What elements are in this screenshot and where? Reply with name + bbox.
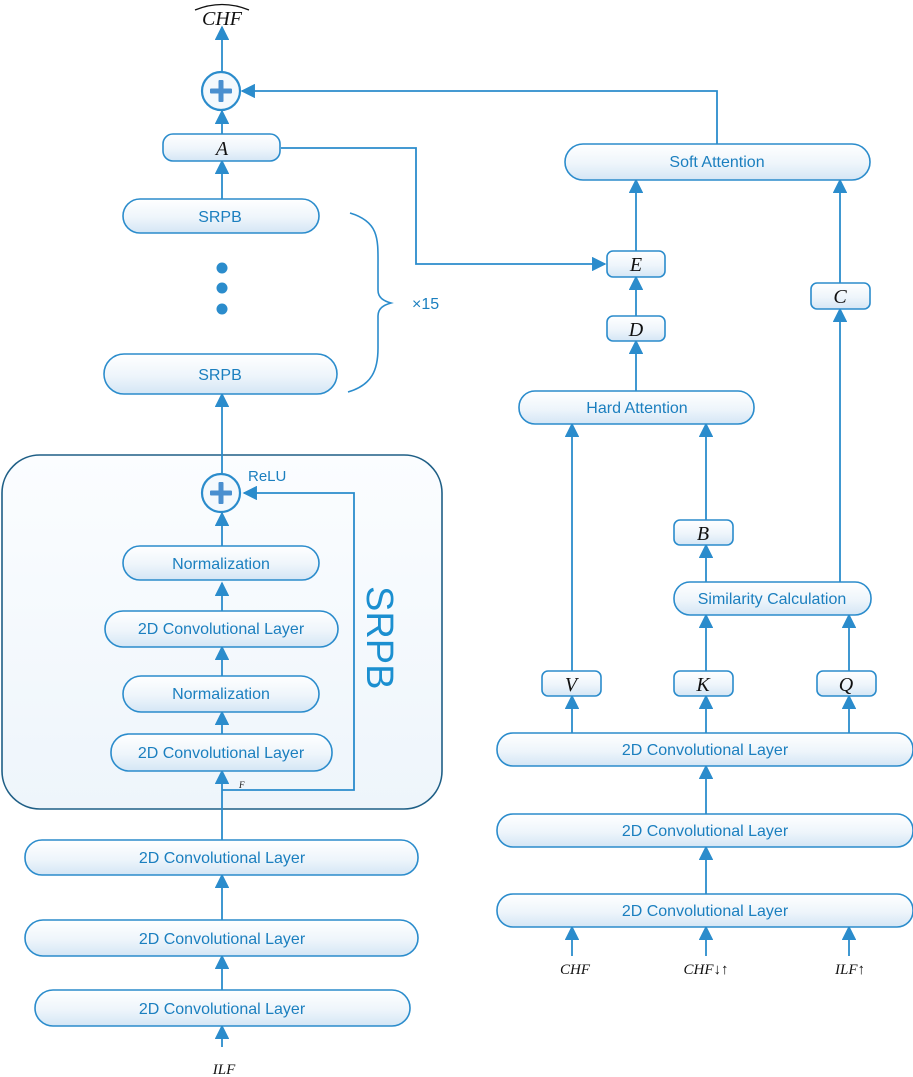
conv-layer-1: 2D Convolutional Layer bbox=[24, 839, 419, 876]
svg-text:SRPB: SRPB bbox=[198, 367, 242, 384]
svg-text:Normalization: Normalization bbox=[172, 556, 270, 573]
repeat-label: ×15 bbox=[412, 296, 439, 313]
svg-text:C: C bbox=[833, 286, 847, 308]
similarity-calculation: Similarity Calculation bbox=[673, 581, 872, 616]
srpb-block-title: SRPB bbox=[358, 586, 400, 689]
ellipsis-dot bbox=[216, 262, 228, 274]
srpb-normalization-2: Normalization bbox=[122, 545, 320, 581]
svg-text:CHF: CHF bbox=[202, 8, 243, 30]
repeat-bracket bbox=[347, 212, 394, 393]
d-node: D bbox=[606, 315, 666, 342]
input-chf-down-up-label: CHF↓↑ bbox=[684, 962, 729, 978]
svg-text:2D Convolutional Layer: 2D Convolutional Layer bbox=[622, 903, 789, 920]
output-add-node bbox=[200, 70, 242, 112]
svg-text:2D Convolutional Layer: 2D Convolutional Layer bbox=[138, 745, 305, 762]
srpb-box-bottom: SRPB bbox=[103, 353, 338, 395]
soft-attention: Soft Attention bbox=[564, 143, 871, 181]
conv-layer-2: 2D Convolutional Layer bbox=[24, 919, 419, 957]
svg-text:A: A bbox=[214, 138, 229, 160]
input-ilf-label: ILF bbox=[212, 1062, 236, 1077]
svg-text:SRPB: SRPB bbox=[198, 209, 242, 226]
srpb-conv-layer-1: 2D Convolutional Layer bbox=[110, 733, 333, 772]
srpb-conv-layer-2: 2D Convolutional Layer bbox=[104, 610, 339, 648]
svg-text:Q: Q bbox=[839, 674, 854, 696]
a-node: A bbox=[162, 133, 281, 162]
svg-text:Normalization: Normalization bbox=[172, 686, 270, 703]
ellipsis-dot bbox=[216, 303, 228, 315]
conv-layer-3: 2D Convolutional Layer bbox=[34, 989, 411, 1027]
svg-text:2D Convolutional Layer: 2D Convolutional Layer bbox=[139, 850, 306, 867]
svg-text:V: V bbox=[565, 674, 580, 696]
b-node: B bbox=[673, 519, 734, 546]
right-conv-layer-2: 2D Convolutional Layer bbox=[496, 813, 913, 848]
k-node: K bbox=[673, 670, 734, 697]
q-node: Q bbox=[816, 670, 877, 697]
svg-text:B: B bbox=[697, 523, 709, 545]
v-node: V bbox=[541, 670, 602, 697]
srpb-box-top: SRPB bbox=[122, 198, 320, 234]
output-label: CHF bbox=[194, 3, 250, 30]
svg-text:E: E bbox=[629, 254, 642, 276]
input-chf-label: CHF bbox=[560, 962, 591, 978]
svg-text:Similarity Calculation: Similarity Calculation bbox=[698, 591, 847, 608]
svg-text:D: D bbox=[628, 319, 644, 341]
right-conv-layer-3: 2D Convolutional Layer bbox=[496, 893, 913, 928]
svg-text:Soft Attention: Soft Attention bbox=[669, 154, 764, 171]
input-ilf-up-label: ILF↑ bbox=[834, 962, 865, 978]
skip-connection bbox=[222, 485, 355, 791]
svg-text:2D Convolutional Layer: 2D Convolutional Layer bbox=[139, 1001, 306, 1018]
e-node: E bbox=[606, 250, 666, 278]
hard-attention: Hard Attention bbox=[518, 390, 755, 425]
svg-text:2D Convolutional Layer: 2D Convolutional Layer bbox=[622, 823, 789, 840]
srpb-normalization-1: Normalization bbox=[122, 675, 320, 713]
c-node: C bbox=[810, 282, 871, 310]
f-label: F bbox=[238, 780, 245, 790]
right-conv-layer-1: 2D Convolutional Layer bbox=[496, 732, 913, 767]
relu-label: ReLU bbox=[248, 468, 286, 485]
svg-text:2D Convolutional Layer: 2D Convolutional Layer bbox=[622, 742, 789, 759]
svg-text:Hard Attention: Hard Attention bbox=[586, 400, 687, 417]
soft-attention-to-output bbox=[240, 83, 718, 144]
svg-text:2D Convolutional Layer: 2D Convolutional Layer bbox=[139, 931, 306, 948]
a-to-e-connector bbox=[281, 147, 607, 272]
svg-text:K: K bbox=[695, 674, 711, 696]
svg-text:2D Convolutional Layer: 2D Convolutional Layer bbox=[138, 621, 305, 638]
srpb-add-node bbox=[200, 472, 242, 514]
ellipsis-dot bbox=[216, 282, 228, 294]
